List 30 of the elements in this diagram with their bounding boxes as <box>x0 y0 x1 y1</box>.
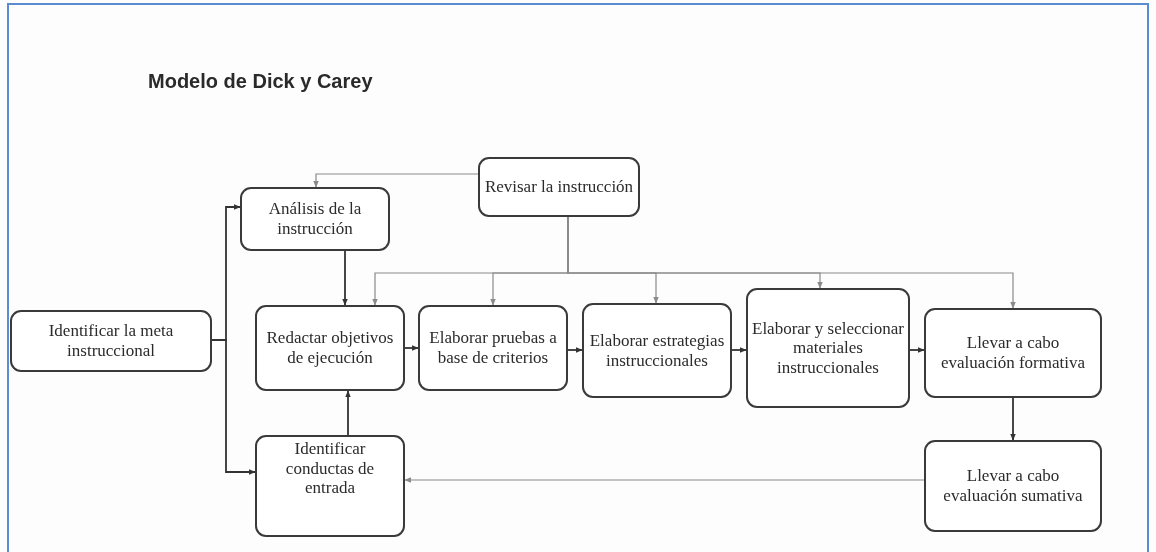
node-label: Análisis de la instrucción <box>267 199 363 239</box>
process-box <box>746 288 910 408</box>
process-box <box>255 435 405 537</box>
node-label: Elaborar pruebas a base de criterios <box>428 328 558 368</box>
node-label: Identificar conductas de entrada <box>284 439 376 498</box>
node-label: Llevar a cabo evaluación sumativa <box>942 466 1084 506</box>
arrow <box>345 390 351 436</box>
node-label: Llevar a cabo evaluación formativa <box>940 333 1086 373</box>
arrow <box>313 173 479 188</box>
process-box <box>582 303 732 398</box>
arrow <box>567 347 583 353</box>
process-box <box>10 310 212 372</box>
process-box <box>418 305 568 391</box>
process-box <box>924 440 1102 532</box>
node-label: Redactar objetivos de ejecución <box>265 328 395 368</box>
node-label: Revisar la instrucción <box>484 177 634 197</box>
node-label: Elaborar y seleccionar materiales instruccionales <box>752 318 904 378</box>
arrow <box>404 477 925 483</box>
process-box <box>240 187 390 251</box>
process-box <box>924 308 1102 398</box>
diagram-title: Modelo de Dick y Carey <box>148 70 373 93</box>
node-label: Elaborar estrategias instruccionales <box>588 330 726 371</box>
process-box <box>255 305 405 391</box>
process-box <box>478 157 640 217</box>
arrow <box>909 347 925 353</box>
arrow <box>1010 397 1016 441</box>
node-label: Identificar la meta instruccional <box>47 321 175 361</box>
arrow <box>404 345 419 351</box>
arrow <box>731 347 747 353</box>
arrow <box>342 250 348 306</box>
